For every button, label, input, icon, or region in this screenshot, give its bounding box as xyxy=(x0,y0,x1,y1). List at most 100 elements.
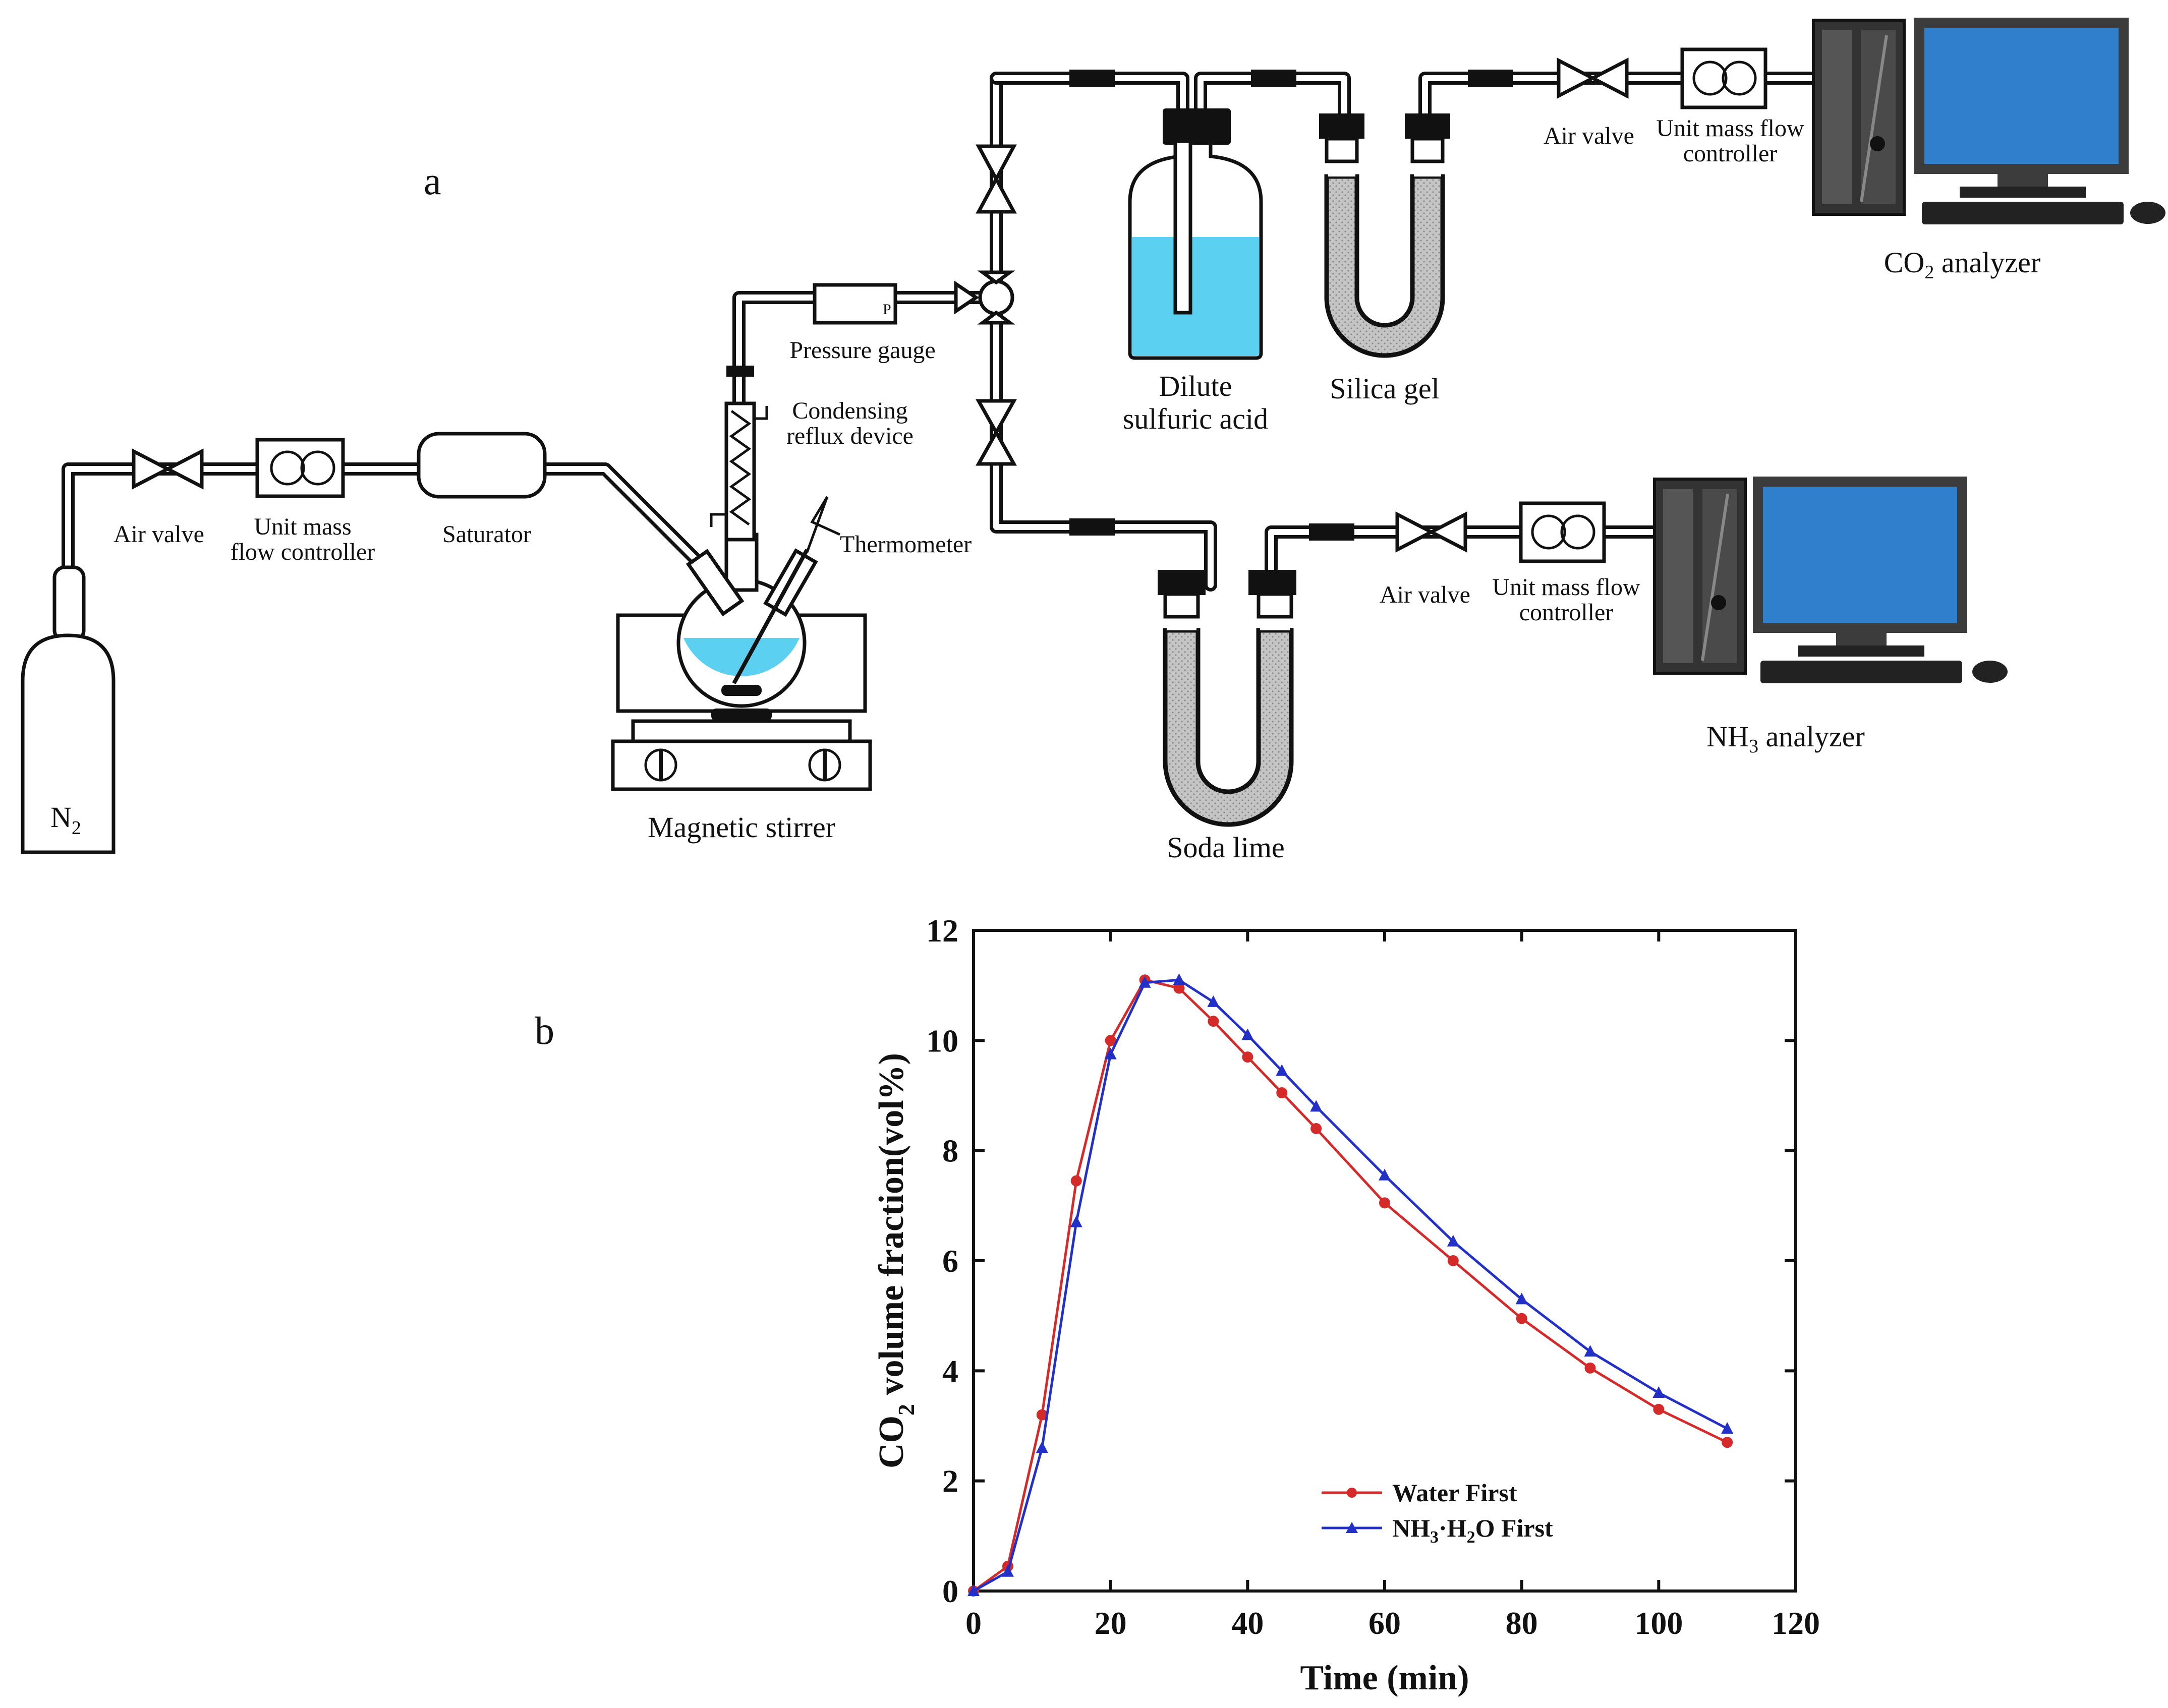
condensing-reflux-device xyxy=(710,366,768,542)
data-point xyxy=(1379,1168,1391,1181)
data-point xyxy=(1001,1565,1014,1577)
data-point xyxy=(1138,976,1151,988)
nh3-analyzer-label: NH3 analyzer xyxy=(1706,720,1865,757)
pressure-gauge: P xyxy=(813,283,897,325)
y-tick-label: 0 xyxy=(942,1573,958,1609)
data-point xyxy=(1070,1215,1082,1227)
co2-air-valve xyxy=(1557,57,1629,99)
sulfuric-acid-bottle xyxy=(1128,108,1263,360)
series-nh3-h2o-first xyxy=(967,973,1734,1596)
saturator-label: Saturator xyxy=(442,521,531,548)
x-tick-label: 40 xyxy=(1231,1605,1264,1641)
data-point xyxy=(1276,1064,1288,1076)
inlet-mass-flow-controller xyxy=(255,438,345,498)
legend-marker-nh3 xyxy=(1346,1522,1358,1533)
thermometer-label: Thermometer xyxy=(840,531,972,558)
pressure-gauge-label: Pressure gauge xyxy=(789,337,935,364)
magnetic-stirrer xyxy=(611,709,872,791)
data-point xyxy=(1104,1047,1117,1059)
acid-label-2: sulfuric acid xyxy=(1123,402,1268,435)
data-point xyxy=(1242,1051,1253,1063)
data-point xyxy=(1447,1255,1459,1266)
data-point xyxy=(1379,1197,1390,1209)
data-point xyxy=(1173,982,1185,994)
data-point xyxy=(1721,1422,1734,1434)
series-layer xyxy=(967,973,1734,1597)
plot-frame xyxy=(972,929,1797,1593)
inlet-air-valve xyxy=(132,448,204,490)
co2-mfc-label-1: Unit mass flow xyxy=(1656,115,1804,142)
data-point xyxy=(1173,973,1185,985)
data-point xyxy=(1070,1175,1082,1187)
x-tick-label: 60 xyxy=(1368,1605,1401,1641)
x-tick-label: 20 xyxy=(1095,1605,1127,1641)
saturator xyxy=(417,432,547,499)
data-point xyxy=(1516,1313,1527,1324)
y-tick-label: 12 xyxy=(926,913,958,949)
data-point xyxy=(1584,1362,1596,1374)
condenser-label-2: reflux device xyxy=(786,423,914,449)
reaction-flask xyxy=(676,496,841,708)
data-point xyxy=(1105,1035,1116,1046)
inlet-mfc-label-1: Unit mass xyxy=(254,513,351,540)
y-tick-label: 4 xyxy=(942,1353,958,1389)
nh3-air-valve xyxy=(1395,511,1467,553)
x-tick-label: 100 xyxy=(1634,1605,1683,1641)
condenser-label-1: Condensing xyxy=(792,397,907,424)
data-point xyxy=(1722,1437,1733,1448)
co2-mass-flow-controller xyxy=(1680,47,1767,109)
x-tick-label: 120 xyxy=(1772,1605,1820,1641)
legend-label-nh3: NH3·H2O First xyxy=(1392,1514,1553,1547)
data-point xyxy=(967,1584,980,1596)
data-point xyxy=(1208,1016,1219,1027)
vertical-valves xyxy=(954,144,1017,466)
svg-text:P: P xyxy=(883,301,891,318)
data-point xyxy=(1653,1403,1665,1415)
x-tick-label: 80 xyxy=(1506,1605,1538,1641)
data-point xyxy=(1207,995,1220,1007)
y-tick-label: 8 xyxy=(942,1133,958,1169)
n2-cylinder: N2 xyxy=(21,565,116,854)
series-water-first xyxy=(968,974,1733,1597)
nh3-mfc-label-1: Unit mass flow xyxy=(1492,574,1640,601)
silica-gel-u-tube xyxy=(1319,113,1450,358)
data-point xyxy=(1447,1234,1459,1247)
x-axis-label: Time (min) xyxy=(1300,1659,1469,1697)
nh3-mfc-label-2: controller xyxy=(1519,599,1614,626)
nh3-mass-flow-controller xyxy=(1519,501,1606,563)
nh3-analyzer-computer xyxy=(1653,477,2008,683)
series-line xyxy=(973,978,1728,1593)
data-point xyxy=(1652,1386,1665,1398)
series-line xyxy=(973,978,1728,1593)
n2-label: N2 xyxy=(50,801,81,839)
acid-label-1: Dilute xyxy=(1159,370,1232,402)
data-point xyxy=(1036,1409,1048,1421)
silica-gel-label: Silica gel xyxy=(1330,372,1439,405)
data-point xyxy=(1036,1441,1048,1453)
magnetic-stirrer-label: Magnetic stirrer xyxy=(648,811,835,844)
co2-analyzer-label: CO2 analyzer xyxy=(1884,246,2040,283)
data-point xyxy=(1276,1087,1288,1099)
soda-lime-u-tube xyxy=(1158,570,1296,827)
soda-lime-label: Soda lime xyxy=(1167,831,1285,864)
data-point xyxy=(1241,1028,1254,1040)
panel-a-apparatus: a N2 xyxy=(21,18,2165,864)
legend-marker-water xyxy=(1347,1488,1357,1498)
legend-label-water: Water First xyxy=(1392,1479,1517,1507)
legend: Water First NH3·H2O First xyxy=(1322,1479,1553,1547)
data-point xyxy=(1584,1345,1596,1357)
nh3-air-valve-label: Air valve xyxy=(1380,581,1470,608)
y-tick-label: 2 xyxy=(942,1463,958,1499)
y-tick-label: 6 xyxy=(942,1243,958,1279)
inlet-air-valve-label: Air valve xyxy=(113,521,204,548)
data-point xyxy=(1310,1123,1322,1134)
data-point xyxy=(1515,1292,1528,1305)
inlet-mfc-label-2: flow controller xyxy=(231,539,375,565)
co2-analyzer-computer xyxy=(1812,18,2165,224)
y-axis-label: CO2 volume fraction(vol%) xyxy=(872,1053,919,1468)
y-tick-label: 10 xyxy=(926,1023,958,1058)
co2-mfc-label-2: controller xyxy=(1683,140,1778,167)
